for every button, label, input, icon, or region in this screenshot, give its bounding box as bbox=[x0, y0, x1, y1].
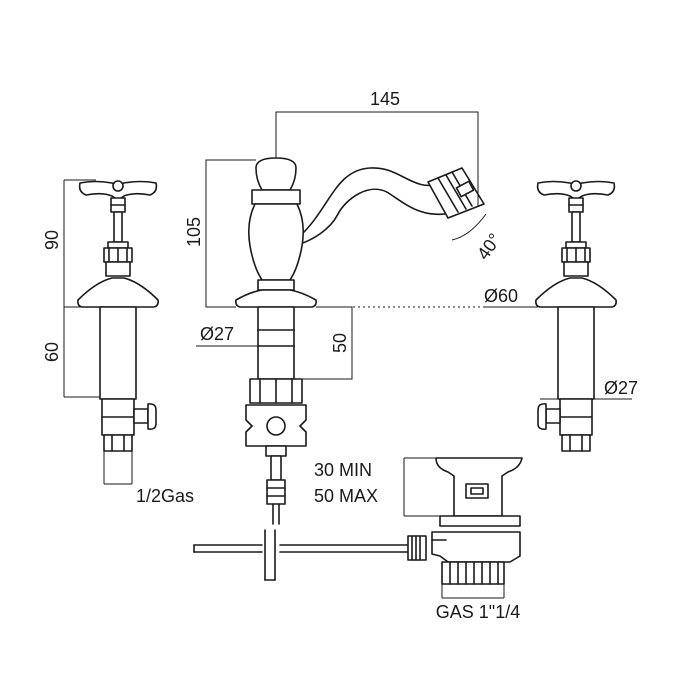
pop-up-waste bbox=[431, 457, 523, 585]
pop-up-rod bbox=[193, 529, 427, 581]
right-valve bbox=[535, 180, 617, 452]
center-mixer-body bbox=[235, 157, 485, 525]
label-spout-angle: 40° bbox=[473, 230, 505, 264]
label-body-diameter: Ø27 bbox=[200, 324, 234, 344]
label-flange-diameter: Ø60 bbox=[484, 286, 518, 306]
label-shank-length: 50 bbox=[330, 333, 350, 353]
label-spout-reach: 145 bbox=[370, 89, 400, 109]
label-waste-min: 30 MIN bbox=[314, 460, 372, 480]
label-waste-max: 50 MAX bbox=[314, 486, 378, 506]
left-valve bbox=[77, 180, 159, 452]
label-side-valve-lower: 60 bbox=[42, 342, 62, 362]
label-side-valve-height: 90 bbox=[42, 230, 62, 250]
label-waste-thread: GAS 1"1/4 bbox=[436, 602, 520, 622]
dimension-labels: 145 105 40° 90 60 Ø27 50 Ø60 Ø27 1/2Gas … bbox=[42, 89, 638, 622]
label-side-diameter: Ø27 bbox=[604, 378, 638, 398]
label-inlet-thread: 1/2Gas bbox=[136, 486, 194, 506]
label-body-height: 105 bbox=[184, 217, 204, 247]
dimension-lines bbox=[63, 111, 632, 599]
